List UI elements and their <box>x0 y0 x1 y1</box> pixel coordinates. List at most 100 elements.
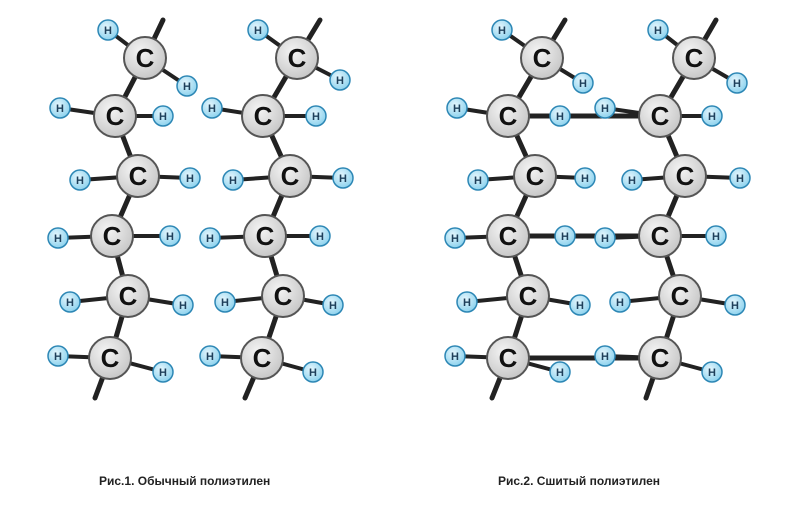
carbon-atom-3-0: C <box>672 36 716 80</box>
svg-text:C: C <box>274 281 293 311</box>
carbon-atom-2-2: C <box>513 154 557 198</box>
carbon-atom-1-3: C <box>243 214 287 258</box>
svg-text:H: H <box>329 300 337 312</box>
hydrogen-atom-3-4-0: H <box>609 291 631 313</box>
carbon-atom-2-1: C <box>486 94 530 138</box>
carbon-atom-0-4: C <box>106 274 150 318</box>
svg-text:H: H <box>736 173 744 185</box>
svg-text:C: C <box>288 43 307 73</box>
carbon-atom-1-4: C <box>261 274 305 318</box>
hydrogen-atom-3-4-1: H <box>724 294 746 316</box>
svg-text:C: C <box>685 43 704 73</box>
svg-text:H: H <box>336 75 344 87</box>
svg-text:C: C <box>101 343 120 373</box>
svg-text:H: H <box>54 233 62 245</box>
hydrogen-atom-0-0-0: H <box>97 19 119 41</box>
svg-text:H: H <box>76 175 84 187</box>
svg-text:H: H <box>581 173 589 185</box>
carbon-atom-0-0: C <box>123 36 167 80</box>
hydrogen-atom-1-5-1: H <box>302 361 324 383</box>
svg-text:H: H <box>601 233 609 245</box>
svg-text:H: H <box>183 81 191 93</box>
carbon-atom-1-2: C <box>268 154 312 198</box>
hydrogen-atom-2-5-0: H <box>444 345 466 367</box>
svg-text:H: H <box>708 367 716 379</box>
hydrogen-atom-0-2-1: H <box>179 167 201 189</box>
hydrogen-atom-3-5-1: H <box>701 361 723 383</box>
svg-text:H: H <box>451 351 459 363</box>
svg-text:H: H <box>654 25 662 37</box>
carbon-atom-2-0: C <box>520 36 564 80</box>
hydrogen-atom-3-1-0: H <box>594 97 616 119</box>
hydrogen-atom-2-3-0: H <box>444 227 466 249</box>
carbon-atom-0-5: C <box>88 336 132 380</box>
carbon-atom-0-1: C <box>93 94 137 138</box>
svg-text:H: H <box>206 233 214 245</box>
carbon-atom-1-5: C <box>240 336 284 380</box>
svg-text:H: H <box>453 103 461 115</box>
svg-text:C: C <box>136 43 155 73</box>
hydrogen-atom-0-2-0: H <box>69 169 91 191</box>
carbon-atom-1-0: C <box>275 36 319 80</box>
hydrogen-atom-3-5-0: H <box>594 345 616 367</box>
svg-text:C: C <box>103 221 122 251</box>
hydrogen-atom-1-1-0: H <box>201 97 223 119</box>
svg-text:C: C <box>676 161 695 191</box>
carbon-atom-1-1: C <box>241 94 285 138</box>
figure-1-caption: Рис.1. Обычный полиэтилен <box>99 474 271 488</box>
svg-text:H: H <box>206 351 214 363</box>
hydrogen-atom-0-3-1: H <box>159 225 181 247</box>
hydrogen-atom-1-2-0: H <box>222 169 244 191</box>
hydrogen-atom-0-5-1: H <box>152 361 174 383</box>
svg-text:H: H <box>159 367 167 379</box>
svg-text:C: C <box>533 43 552 73</box>
svg-text:H: H <box>104 25 112 37</box>
svg-text:H: H <box>601 103 609 115</box>
hydrogen-atom-2-0-0: H <box>491 19 513 41</box>
svg-text:H: H <box>556 367 564 379</box>
hydrogen-atom-0-3-0: H <box>47 227 69 249</box>
hydrogen-atom-1-5-0: H <box>199 345 221 367</box>
svg-text:C: C <box>651 101 670 131</box>
carbon-atom-0-2: C <box>116 154 160 198</box>
hydrogen-atom-0-1-0: H <box>49 97 71 119</box>
hydrogen-atom-2-3-1: H <box>554 225 576 247</box>
svg-text:H: H <box>733 78 741 90</box>
svg-text:H: H <box>229 175 237 187</box>
svg-text:C: C <box>651 221 670 251</box>
carbon-atom-3-3: C <box>638 214 682 258</box>
carbon-atom-3-2: C <box>663 154 707 198</box>
svg-text:C: C <box>499 343 518 373</box>
hydrogen-atom-3-2-0: H <box>621 169 643 191</box>
hydrogen-atom-2-5-1: H <box>549 361 571 383</box>
svg-text:H: H <box>498 25 506 37</box>
hydrogen-atom-3-3-1: H <box>705 225 727 247</box>
hydrogen-atom-3-2-1: H <box>729 167 751 189</box>
svg-text:H: H <box>628 175 636 187</box>
svg-text:H: H <box>179 300 187 312</box>
hydrogen-atom-2-0-1: H <box>572 72 594 94</box>
svg-text:C: C <box>651 343 670 373</box>
svg-text:C: C <box>129 161 148 191</box>
hydrogen-atom-2-2-0: H <box>467 169 489 191</box>
carbon-atom-3-5: C <box>638 336 682 380</box>
svg-text:C: C <box>281 161 300 191</box>
hydrogen-atom-1-0-0: H <box>247 19 269 41</box>
hydrogen-atom-1-3-1: H <box>309 225 331 247</box>
svg-text:C: C <box>526 161 545 191</box>
svg-text:H: H <box>463 297 471 309</box>
svg-text:C: C <box>519 281 538 311</box>
hydrogen-atom-3-1-1: H <box>701 105 723 127</box>
svg-text:H: H <box>474 175 482 187</box>
svg-text:C: C <box>254 101 273 131</box>
svg-text:H: H <box>576 300 584 312</box>
hydrogen-atom-2-1-0: H <box>446 97 468 119</box>
carbon-atom-2-3: C <box>486 214 530 258</box>
svg-text:H: H <box>159 111 167 123</box>
svg-text:H: H <box>451 233 459 245</box>
svg-text:C: C <box>119 281 138 311</box>
svg-text:H: H <box>309 367 317 379</box>
svg-text:C: C <box>106 101 125 131</box>
svg-text:C: C <box>253 343 272 373</box>
